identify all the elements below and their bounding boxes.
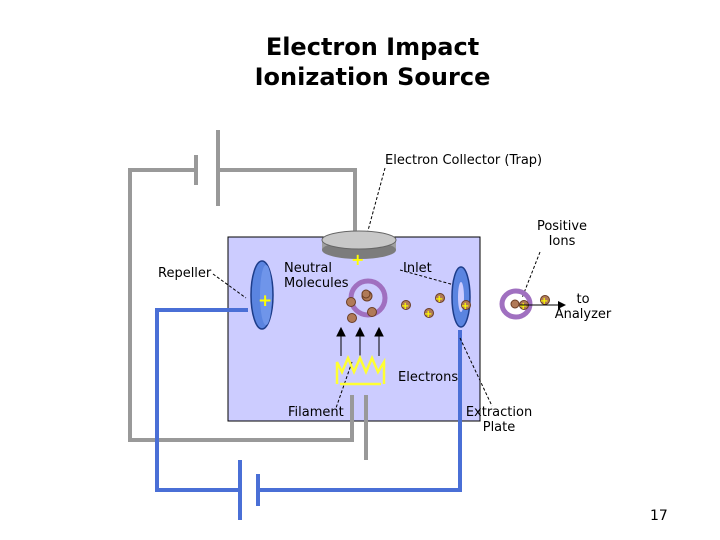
trap-circuit-wire (128, 130, 368, 460)
filament-coil (335, 354, 386, 384)
ion-ring-outer (499, 288, 533, 320)
ionization-chamber (227, 236, 481, 422)
extraction-plate-line-1: Extraction (465, 405, 533, 420)
electrons-label: Electrons (398, 370, 459, 385)
to-analyzer-line-1: to (576, 292, 590, 307)
repeller-face (260, 265, 272, 325)
svg-text:+: + (540, 296, 548, 307)
title-line-2: Ionization Source (254, 63, 491, 91)
svg-text:+: + (519, 301, 527, 312)
svg-text:+: + (461, 301, 469, 312)
electron-collector-label: Electron Collector (Trap) (385, 153, 543, 168)
neutral-molecules-label: Neutral Molecules (284, 261, 349, 291)
electron-collector (321, 230, 397, 259)
ion-plus-signs: + + + + + + (401, 294, 548, 320)
to-analyzer-line-2: Analyzer (554, 307, 612, 322)
neutral-molecules (346, 289, 377, 323)
arrow-to-analyzer (520, 301, 566, 309)
title-line-1: Electron Impact (265, 33, 480, 61)
svg-text:+: + (435, 294, 443, 305)
positive-ions (401, 293, 550, 318)
positive-ions-label: Positive Ions (530, 219, 594, 249)
filament-label: Filament (288, 405, 344, 420)
leader-lines (212, 167, 541, 409)
neutral-molecules-line-1: Neutral (284, 261, 332, 276)
svg-text:+: + (424, 309, 432, 320)
neutral-molecules-line-2: Molecules (284, 276, 349, 291)
extraction-plate-line-2: Plate (482, 420, 516, 435)
page-title: Electron Impact Ionization Source (0, 32, 720, 92)
collector-plus-sign: + (351, 250, 364, 269)
electron-arrows (336, 326, 384, 356)
repeller-plus-sign: + (258, 291, 272, 311)
extraction-plate-label: Extraction Plate (462, 405, 536, 435)
inlet-label: Inlet (403, 261, 432, 276)
svg-text:+: + (401, 301, 409, 312)
positive-ions-line-1: Positive (536, 219, 588, 234)
positive-ions-line-2: Ions (548, 234, 576, 249)
repeller-circuit-wire (155, 308, 462, 520)
repeller-label: Repeller (158, 266, 212, 281)
to-analyzer-label: to Analyzer (548, 292, 618, 322)
ion-in-outer-ring (510, 299, 520, 309)
page-number: 17 (650, 508, 668, 524)
